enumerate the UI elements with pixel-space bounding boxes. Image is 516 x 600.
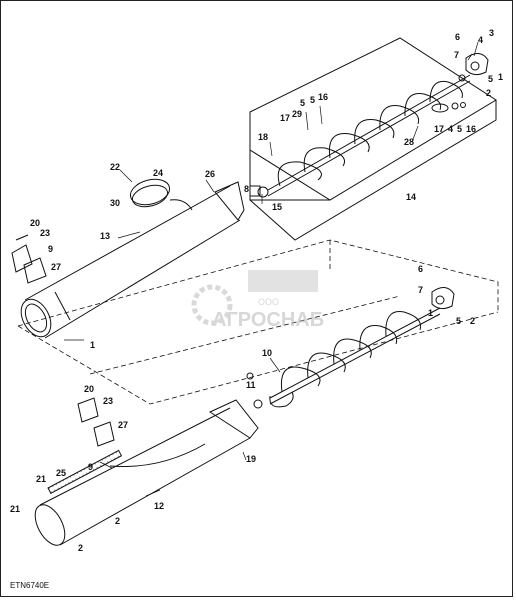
callout-14: 14 bbox=[406, 192, 416, 202]
callout-5: 5 bbox=[457, 124, 462, 134]
callout-22: 22 bbox=[110, 162, 120, 172]
callout-5: 5 bbox=[310, 95, 315, 105]
callout-10: 10 bbox=[262, 348, 272, 358]
callout-28: 28 bbox=[404, 137, 414, 147]
callout-5: 5 bbox=[488, 74, 493, 84]
callout-27: 27 bbox=[118, 420, 128, 430]
callout-17: 17 bbox=[280, 113, 290, 123]
callout-3: 3 bbox=[489, 28, 494, 38]
callout-9: 9 bbox=[88, 462, 93, 472]
callout-2: 2 bbox=[115, 516, 120, 526]
callout-24: 24 bbox=[153, 168, 163, 178]
callout-1: 1 bbox=[428, 308, 433, 318]
callout-7: 7 bbox=[454, 50, 459, 60]
callout-23: 23 bbox=[103, 396, 113, 406]
callout-16: 16 bbox=[466, 124, 476, 134]
callout-16: 16 bbox=[318, 92, 328, 102]
callout-17: 17 bbox=[434, 124, 444, 134]
callout-30: 30 bbox=[110, 198, 120, 208]
callout-27: 27 bbox=[51, 262, 61, 272]
callout-23: 23 bbox=[40, 228, 50, 238]
upper-cover-plates bbox=[11, 234, 47, 284]
upper-auger-tube bbox=[20, 178, 245, 339]
callout-5: 5 bbox=[456, 316, 461, 326]
callout-2: 2 bbox=[486, 88, 491, 98]
lower-auger-tube bbox=[34, 399, 259, 546]
callout-9: 9 bbox=[48, 244, 53, 254]
lower-bearing-parts bbox=[246, 287, 455, 409]
callout-25: 25 bbox=[56, 468, 66, 478]
callout-29: 29 bbox=[292, 109, 302, 119]
callout-13: 13 bbox=[100, 231, 110, 241]
callout-15: 15 bbox=[272, 202, 282, 212]
callout-21: 21 bbox=[10, 504, 20, 514]
callout-4: 4 bbox=[448, 124, 453, 134]
callout-6: 6 bbox=[418, 264, 423, 274]
callout-20: 20 bbox=[84, 384, 94, 394]
callout-2: 2 bbox=[78, 543, 83, 553]
upper-auger-flighting bbox=[267, 74, 471, 197]
callout-6: 6 bbox=[455, 32, 460, 42]
callout-2: 2 bbox=[470, 316, 475, 326]
callout-19: 19 bbox=[246, 454, 256, 464]
callout-5: 5 bbox=[300, 98, 305, 108]
callout-12: 12 bbox=[154, 501, 164, 511]
leader-lines bbox=[64, 41, 479, 497]
callout-7: 7 bbox=[418, 285, 423, 295]
lower-cover-plates bbox=[77, 397, 115, 447]
callout-11: 11 bbox=[246, 380, 256, 390]
callout-1: 1 bbox=[498, 72, 503, 82]
lower-auger-flighting bbox=[269, 307, 441, 408]
watermark-prefix: ООО bbox=[258, 297, 279, 307]
callout-8: 8 bbox=[244, 184, 249, 194]
watermark-logo: ООО АГРОСНАБ bbox=[191, 270, 324, 331]
figure-code: ETN6740E bbox=[10, 581, 49, 590]
callout-4: 4 bbox=[478, 35, 483, 45]
callout-labels: 3 4 6 7 1 5 2 5 5 16 29 17 17 4 5 16 18 … bbox=[10, 28, 503, 590]
watermark-company: АГРОСНАБ bbox=[212, 309, 324, 331]
callout-20: 20 bbox=[30, 218, 40, 228]
callout-21: 21 bbox=[36, 474, 46, 484]
upper-auger-box bbox=[249, 37, 497, 241]
lower-auger-box bbox=[17, 239, 499, 405]
callout-26: 26 bbox=[205, 169, 215, 179]
upper-bearing-parts bbox=[249, 53, 489, 198]
callout-1: 1 bbox=[90, 340, 95, 350]
callout-18: 18 bbox=[258, 132, 268, 142]
